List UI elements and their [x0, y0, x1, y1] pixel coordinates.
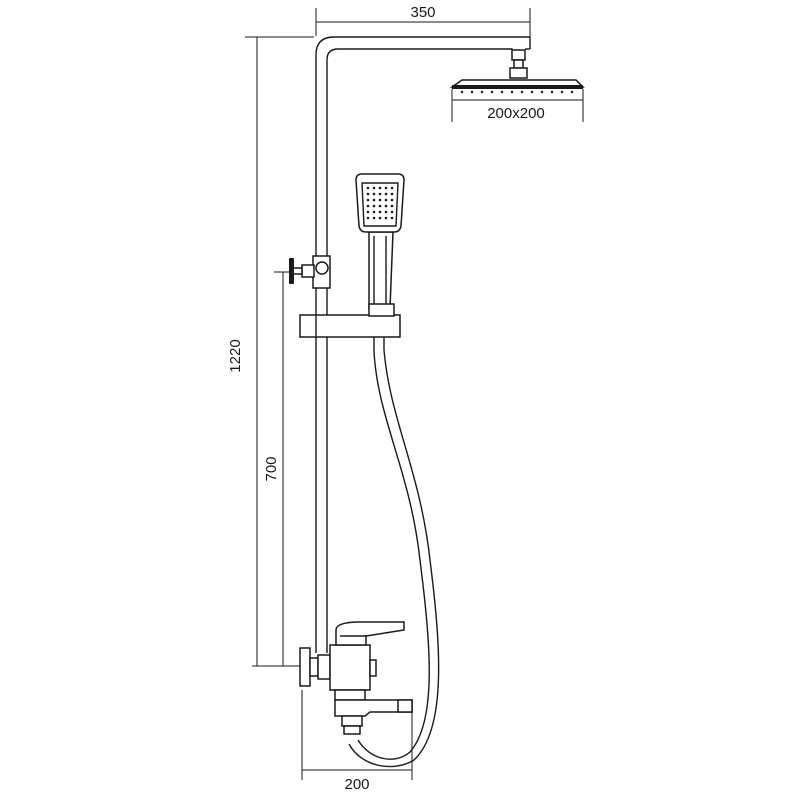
- dimension-bottom-width: 200: [301, 690, 413, 793]
- dimension-label-total-height: 1220: [227, 339, 244, 372]
- hand-shower-slider: [299, 314, 401, 338]
- dimension-head-size: 200x200: [451, 89, 584, 122]
- dimension-label-top-width: 350: [410, 4, 435, 21]
- hand-shower: [355, 173, 405, 317]
- riser-pipe: [315, 36, 531, 653]
- dimension-total-height: 1220: [227, 36, 314, 667]
- rain-shower-head: [449, 49, 585, 94]
- hand-shower-nozzles: [366, 186, 394, 220]
- diverter-knob: [289, 255, 331, 289]
- rain-head-nozzles: [460, 90, 574, 94]
- shower-hose: [348, 337, 440, 768]
- mixer-valve: [299, 621, 413, 735]
- dimension-label-head-size: 200x200: [487, 105, 545, 122]
- dimension-valve-height: 700: [263, 271, 292, 666]
- dimension-label-valve-height: 700: [263, 456, 280, 481]
- dimension-top-width: 350: [315, 4, 531, 40]
- dimension-label-bottom-width: 200: [344, 776, 369, 793]
